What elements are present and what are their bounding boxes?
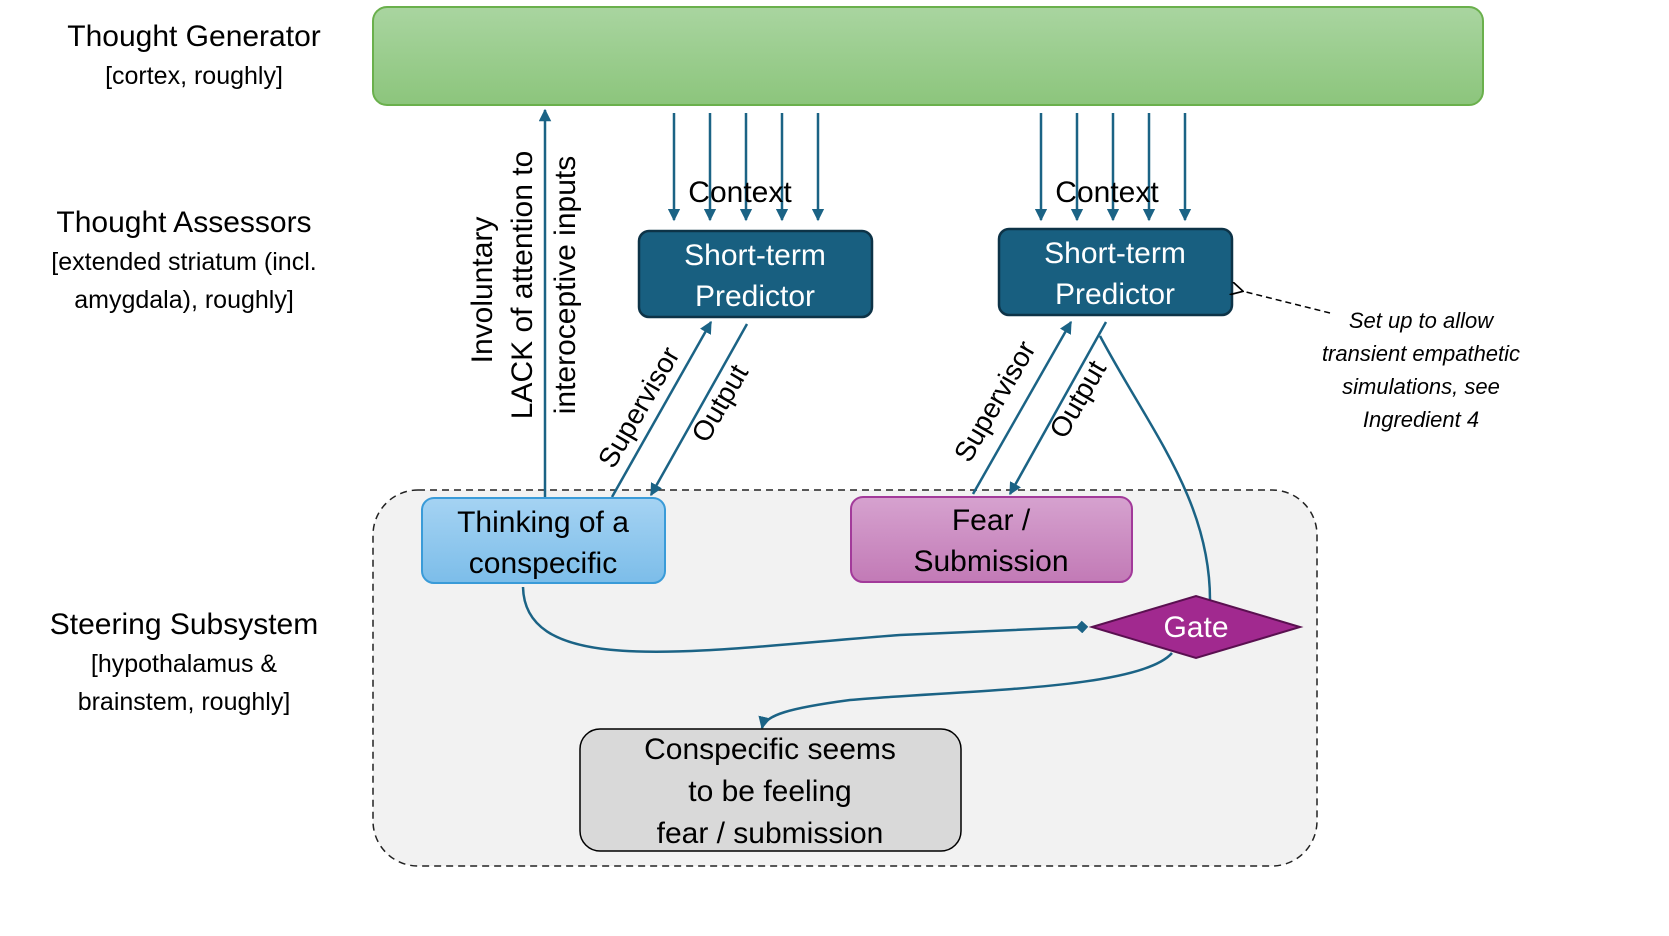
short-term-predictor-2[interactable]: Short-term Predictor	[997, 227, 1234, 317]
thinking-box[interactable]	[421, 497, 666, 584]
short-term-predictor-1[interactable]: Short-term Predictor	[637, 229, 874, 319]
level-subtitle: [hypothalamus &	[91, 650, 278, 678]
predictor-box[interactable]	[997, 227, 1234, 317]
level-title: Thought Generator	[67, 20, 321, 53]
thinking-label-line: conspecific	[469, 547, 617, 580]
level-label-thought-generator: Thought Generator [cortex, roughly]	[67, 20, 321, 90]
conspecific-label-line: Conspecific seems	[644, 733, 896, 766]
output-label: Output	[1043, 355, 1112, 443]
level-subtitle: [extended striatum (incl.	[51, 248, 316, 276]
level-subtitle: brainstem, roughly]	[78, 688, 291, 716]
note-line: Ingredient 4	[1363, 407, 1479, 432]
level-subtitle: [cortex, roughly]	[105, 62, 283, 90]
context-label: Context	[1055, 176, 1159, 209]
thinking-to-gate-wire	[521, 586, 1089, 654]
context-arrows-2: Context	[1034, 113, 1192, 222]
conspecific-label-line: to be feeling	[688, 775, 851, 808]
output-label-2: Output	[1043, 355, 1112, 443]
attention-label-line: interoceptive inputs	[549, 156, 582, 415]
thinking-label-line: Thinking of a	[457, 506, 629, 539]
attention-label-line: LACK of attention to	[506, 151, 539, 420]
note-line: Set up to allow	[1349, 308, 1495, 333]
output-label: Output	[685, 359, 754, 447]
attention-label-2: LACK of attention to	[506, 151, 539, 420]
predictor-label-line: Predictor	[695, 280, 815, 313]
conspecific-label-line: fear / submission	[657, 817, 884, 850]
conspecific-feeling-node[interactable]: Conspecific seems to be feeling fear / s…	[579, 728, 962, 852]
thought-generator-box[interactable]	[372, 6, 1484, 106]
level-label-steering-subsystem: Steering Subsystem [hypothalamus & brain…	[50, 608, 318, 716]
gate-diamond[interactable]	[1088, 594, 1304, 660]
fear-box[interactable]	[850, 496, 1133, 583]
level-subtitle: amygdala), roughly]	[74, 286, 294, 314]
fear-label-line: Fear /	[952, 504, 1031, 537]
level-label-thought-assessors: Thought Assessors [extended striatum (in…	[51, 206, 316, 314]
attention-label-3: interoceptive inputs	[549, 156, 582, 415]
predictor-label-line: Short-term	[1044, 237, 1186, 270]
attention-label-line: Involuntary	[466, 217, 499, 364]
attention-label: Involuntary	[466, 217, 499, 364]
predictor-label-line: Short-term	[684, 239, 826, 272]
note-line: transient empathetic	[1322, 341, 1520, 366]
supervisor-label-1: Supervisor	[592, 342, 686, 473]
output-label-1: Output	[685, 359, 754, 447]
supervisor-label: Supervisor	[948, 336, 1042, 467]
note-line: simulations, see	[1342, 374, 1500, 399]
output-to-gate-wire	[1098, 335, 1212, 601]
gate-node[interactable]: Gate	[1088, 594, 1304, 660]
predictor-label-line: Predictor	[1055, 278, 1175, 311]
gate-label: Gate	[1163, 611, 1228, 644]
supervisor-label-2: Supervisor	[948, 336, 1042, 467]
thinking-of-conspecific-node[interactable]: Thinking of a conspecific	[421, 497, 666, 584]
fear-label-line: Submission	[913, 545, 1068, 578]
output-arrow-2	[1008, 321, 1108, 496]
conspecific-feeling-box[interactable]	[579, 728, 962, 852]
level-title: Steering Subsystem	[50, 608, 318, 641]
gate-to-conspecific-wire	[758, 652, 1173, 730]
level-title: Thought Assessors	[56, 206, 311, 239]
output-arrow-1	[649, 323, 749, 497]
supervisor-label: Supervisor	[592, 342, 686, 473]
context-arrows-1: Context	[667, 113, 825, 222]
predictor-box[interactable]	[637, 229, 874, 319]
note-pointer-arrow	[1242, 291, 1331, 314]
empathetic-simulation-note: Set up to allow transient empathetic sim…	[1322, 308, 1520, 432]
supervisor-arrow-2	[971, 320, 1073, 495]
context-label: Context	[688, 176, 792, 209]
supervisor-arrow-1	[610, 320, 713, 498]
fear-submission-node[interactable]: Fear / Submission	[850, 496, 1133, 583]
